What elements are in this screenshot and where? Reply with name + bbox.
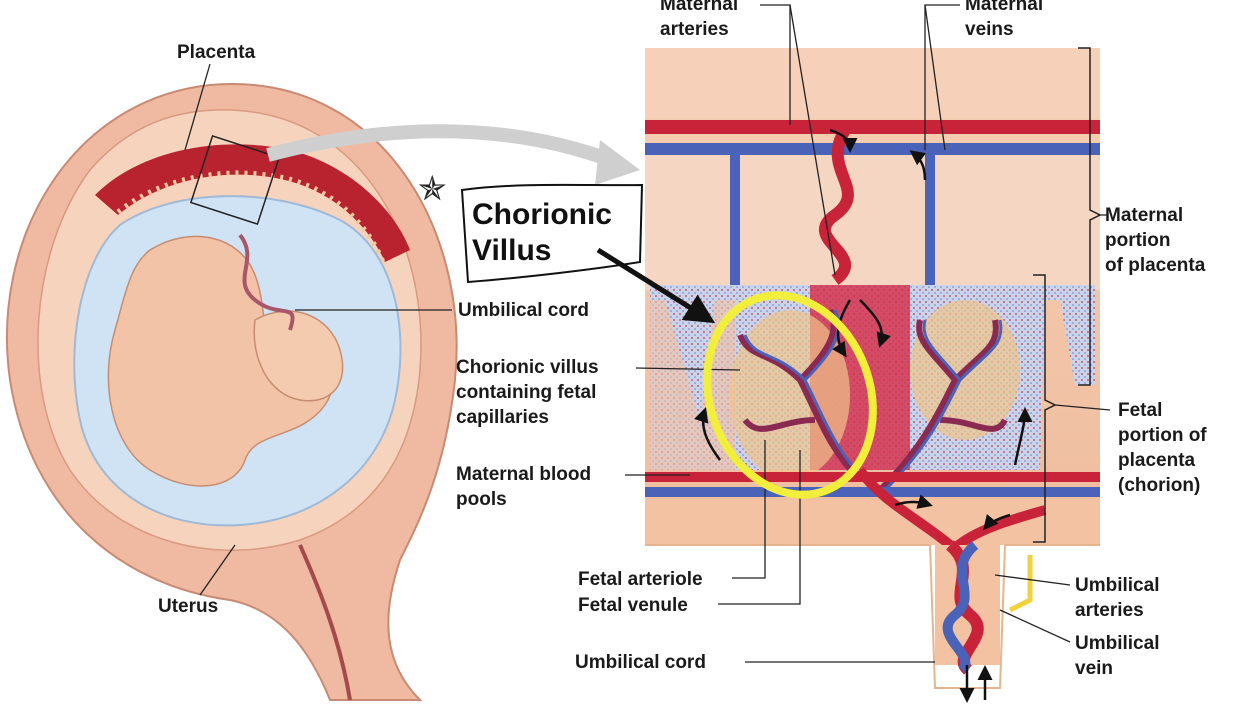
label-placenta: Placenta (177, 42, 256, 63)
label-umbilical-cord-fetus: Umbilical cord (458, 300, 589, 321)
uterus-illustration (5, 83, 458, 701)
label-umbilical-cord-detail: Umbilical cord (575, 652, 706, 673)
callout-arrow (596, 247, 716, 324)
maternal-artery-band (645, 120, 1100, 134)
villus-tree-left (730, 308, 867, 483)
fetus-head (253, 310, 344, 402)
placenta-cross-section (645, 48, 1100, 703)
placenta-band (95, 144, 410, 262)
label-maternal-arteries: Maternal arteries (660, 0, 739, 40)
fetus-umbilical-cord (238, 233, 295, 331)
label-uterus: Uterus (158, 596, 219, 617)
label-fetal-arteriole: Fetal arteriole (578, 569, 703, 590)
label-chorionic-villus-capillaries: Chorionic villus containing fetal capill… (456, 357, 599, 428)
label-fetal-venule: Fetal venule (578, 595, 688, 616)
placenta-zoom-box (189, 134, 281, 226)
villus-highlight (703, 291, 877, 499)
label-maternal-blood-pools: Maternal blood pools (456, 464, 592, 510)
chorionic-plate-artery (645, 472, 1100, 482)
zoom-arrow (266, 124, 613, 167)
star-icon: ✯ (418, 170, 447, 208)
label-umbilical-arteries: Umbilical arteries (1075, 575, 1160, 621)
leader-lines (184, 4, 1111, 663)
label-umbilical-vein: Umbilical vein (1075, 633, 1160, 679)
maternal-vein-band (645, 143, 1100, 155)
villus-tree-right (877, 300, 1020, 493)
label-maternal-portion: Maternal portion of placenta (1105, 205, 1206, 276)
cervix (298, 544, 352, 701)
spiral-artery (819, 126, 854, 285)
placenta-villi (116, 170, 386, 263)
fetus-body (107, 235, 335, 487)
label-maternal-veins: Maternal veins (965, 0, 1044, 40)
label-fetal-portion: Fetal portion of placenta (chorion) (1118, 400, 1207, 496)
callout-box (460, 183, 644, 284)
callout-chorionic-villus: Chorionic Villus (472, 198, 612, 267)
